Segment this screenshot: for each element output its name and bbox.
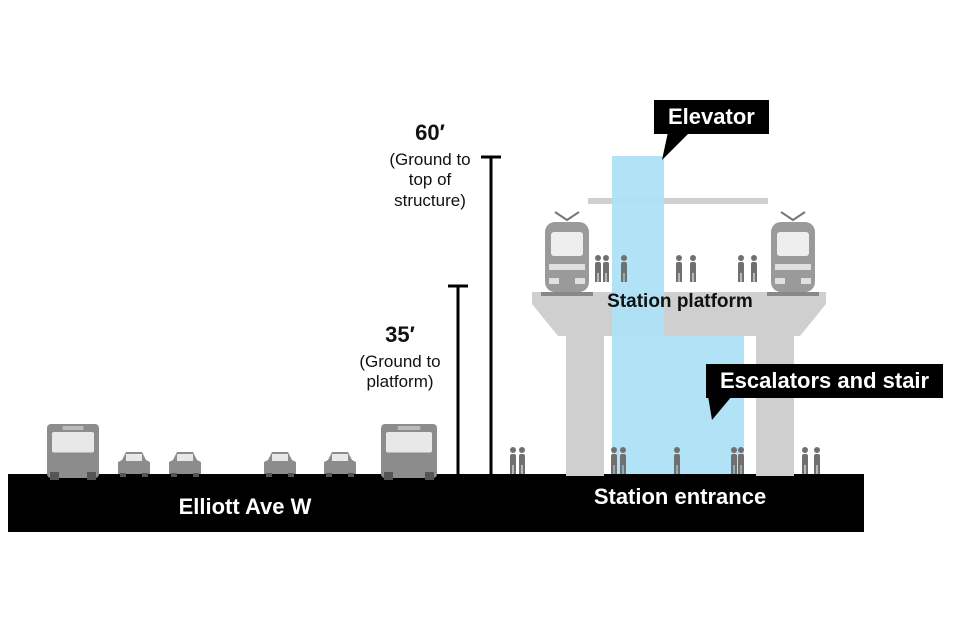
bus-icon — [47, 424, 99, 480]
station-entrance-label: Station entrance — [593, 484, 767, 509]
pedestrian-icon — [814, 447, 820, 474]
height-60-dimension-line — [481, 155, 501, 474]
height-35-dimension-line — [448, 284, 468, 474]
pedestrian-icon — [751, 255, 757, 282]
pedestrian-icon — [603, 255, 609, 282]
ground-slab — [8, 474, 864, 532]
pedestrian-icon — [510, 447, 516, 474]
guideway-left-column — [566, 330, 604, 476]
height-top-note: (Ground to top of structure) — [389, 150, 471, 210]
car-icon — [118, 452, 150, 477]
light-rail-train-icon — [767, 211, 819, 296]
escalators-callout: Escalators and stair — [706, 364, 944, 398]
pedestrian-icon — [731, 447, 737, 474]
pedestrian-icon — [620, 447, 626, 474]
elevator-callout: Elevator — [654, 100, 769, 134]
pedestrian-icon — [621, 255, 627, 282]
guideway-deck — [532, 292, 826, 336]
pedestrian-icon — [611, 447, 617, 474]
bus-icon — [381, 424, 437, 480]
pedestrian-icon — [595, 255, 601, 282]
pedestrian-icon — [738, 447, 744, 474]
pedestrian-icon — [690, 255, 696, 282]
escalators-callout-pointer — [708, 396, 732, 420]
elevator-callout-pointer — [662, 132, 690, 160]
height-platform-value: 35′ — [385, 322, 415, 347]
pedestrian-icon — [676, 255, 682, 282]
light-rail-trains — [541, 211, 819, 296]
elevator-shaft — [612, 156, 664, 474]
car-icon — [324, 452, 356, 477]
height-platform-note: (Ground to platform) — [359, 352, 441, 392]
pedestrian-icon — [519, 447, 525, 474]
pedestrian-icon — [738, 255, 744, 282]
height-top-value: 60′ — [415, 120, 445, 145]
escalator-stair-area — [664, 336, 744, 474]
guideway-structure — [532, 198, 826, 476]
pedestrian-icon — [802, 447, 808, 474]
car-icon — [169, 452, 201, 477]
station-platform-label: Station platform — [607, 291, 753, 312]
guideway-right-column — [756, 330, 794, 476]
pedestrians — [510, 255, 820, 474]
light-rail-train-icon — [541, 211, 593, 296]
street-vehicles — [47, 424, 437, 480]
station-canopy — [588, 198, 768, 204]
street-name-label: Elliott Ave W — [178, 494, 312, 519]
pedestrian-icon — [674, 447, 680, 474]
car-icon — [264, 452, 296, 477]
